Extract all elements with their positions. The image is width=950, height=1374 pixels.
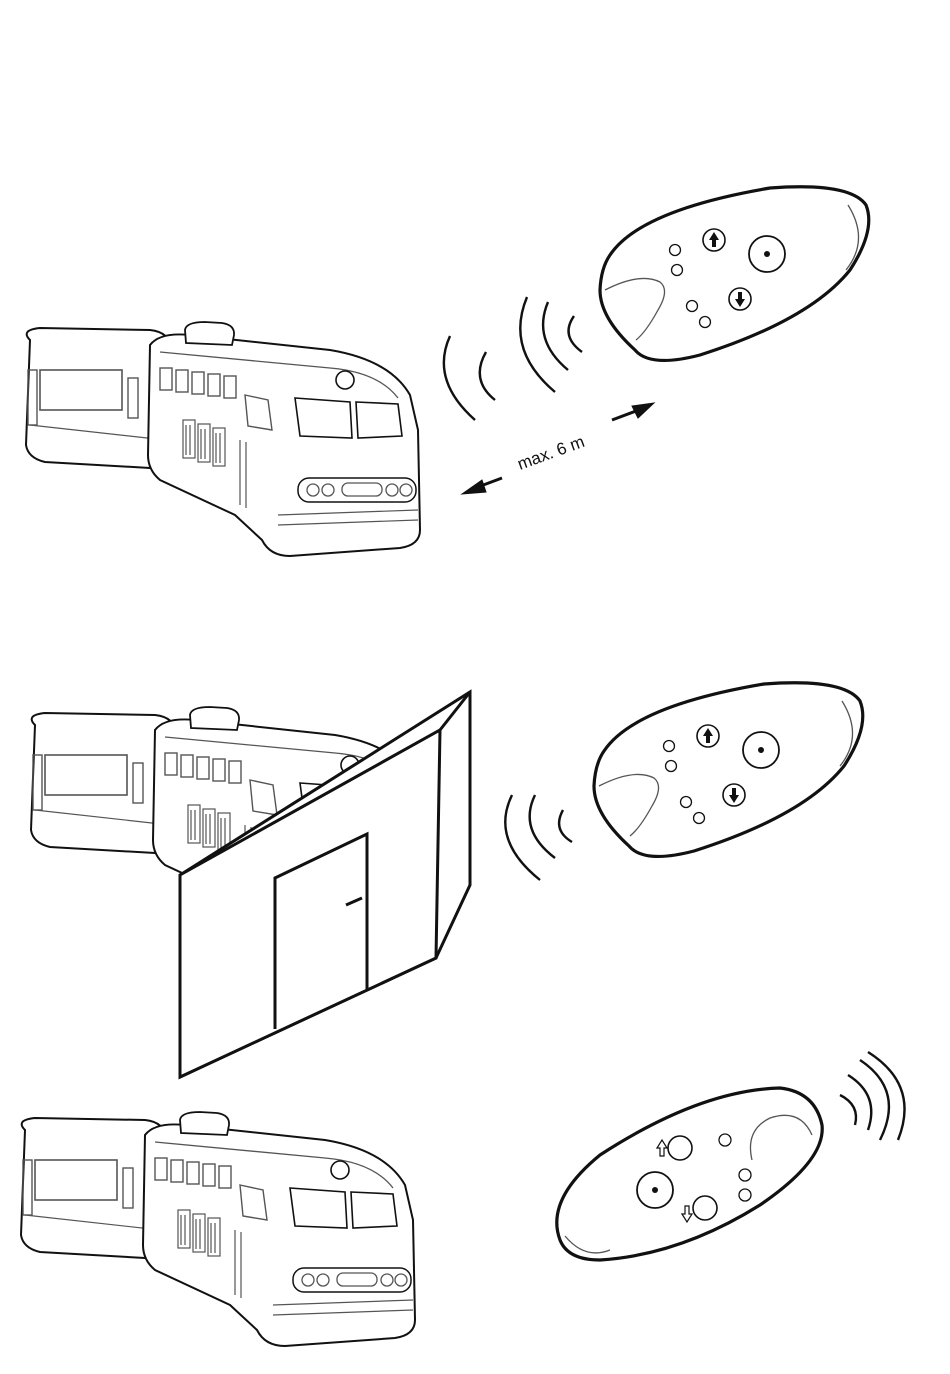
remote-control-illustration: [557, 1088, 822, 1260]
signal-waves-icon: [505, 795, 572, 880]
signal-waves-icon: [840, 1052, 905, 1140]
remote-control-illustration: [594, 683, 863, 857]
remote-control-illustration: [600, 187, 869, 361]
panel-reflected-signal: [21, 1052, 905, 1346]
signal-waves-icon: [444, 297, 582, 420]
train-illustration: [21, 1112, 415, 1346]
train-illustration: [26, 322, 420, 556]
range-label: max. 6 m: [515, 432, 587, 474]
panel-blocked-by-wall: [31, 683, 863, 1077]
panel-direct-line-of-sight: max. 6 m: [26, 187, 869, 556]
